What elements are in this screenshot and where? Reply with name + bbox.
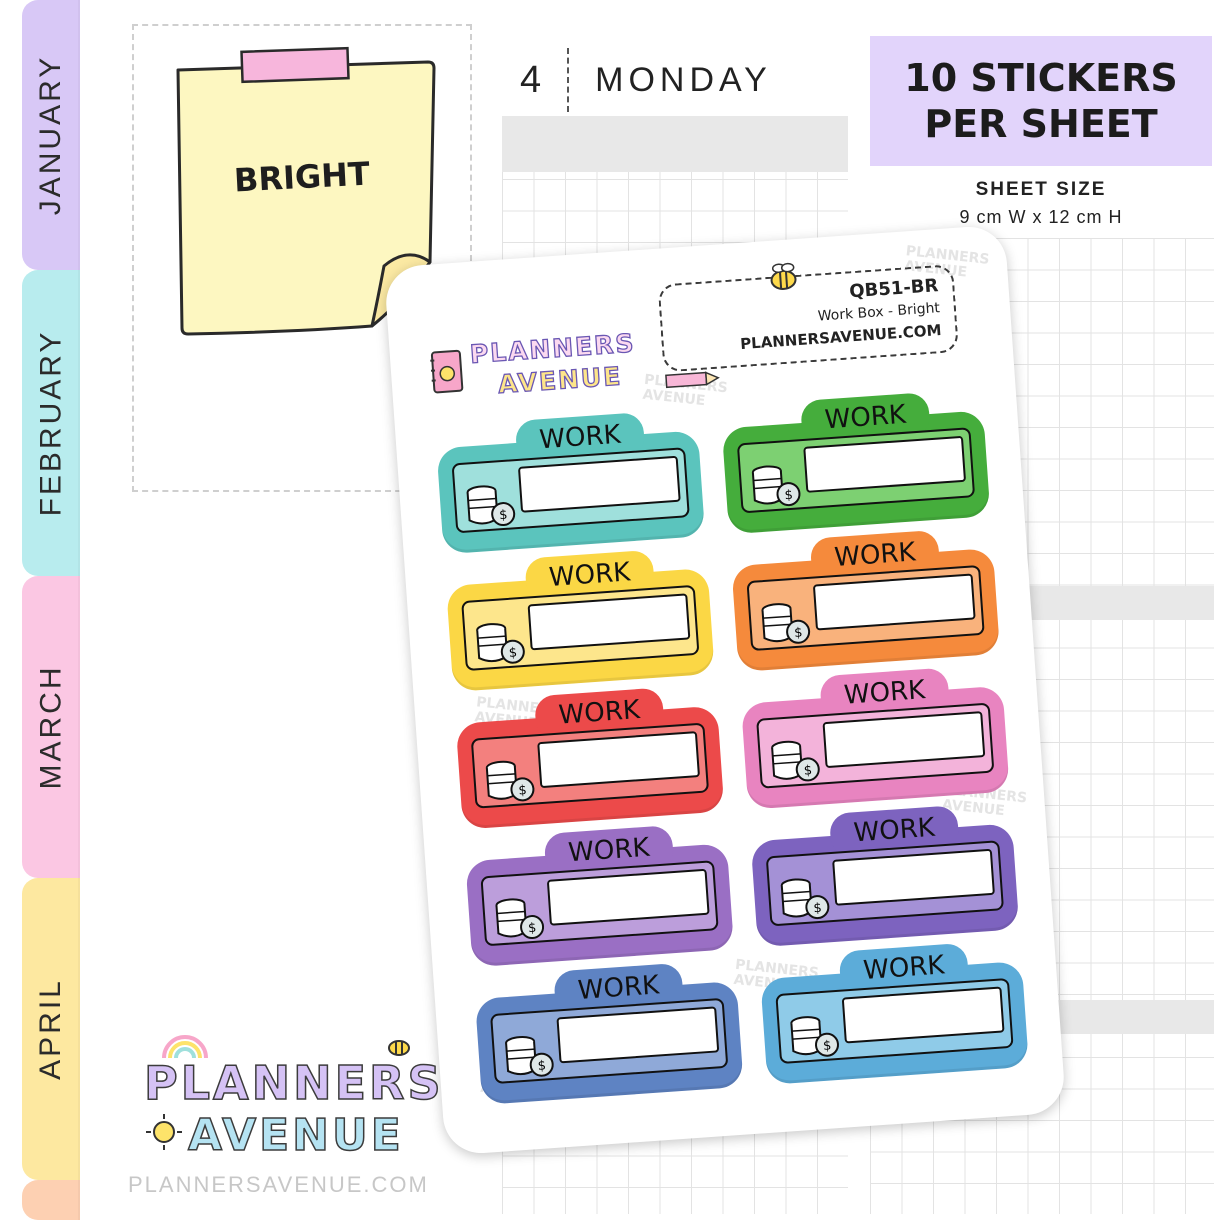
brand-logo-line1: PLANNERS: [144, 1056, 444, 1110]
brand-logo-line2: AVENUE: [188, 1110, 404, 1161]
sheet-size-label: SHEET SIZE: [870, 179, 1212, 201]
sheet-size-value: 9 cm W x 12 cm H: [870, 207, 1212, 228]
coin-stack-icon: $: [785, 1008, 844, 1062]
sticker-count-line1: 10 STICKERS: [904, 55, 1177, 101]
site-url: PLANNERSAVENUE.COM: [128, 1172, 429, 1198]
coin-stack-icon: $: [765, 732, 824, 786]
sticker-count-line2: PER SHEET: [924, 101, 1157, 147]
tab-january-label: JANUARY: [34, 55, 68, 215]
svg-text:$: $: [823, 1038, 832, 1054]
sticker-work[interactable]: WORK $: [751, 823, 1020, 947]
sticker-work[interactable]: WORK $: [722, 410, 991, 534]
coin-stack-icon: $: [499, 1028, 558, 1082]
coin-stack-icon: $: [756, 595, 815, 649]
svg-text:$: $: [803, 763, 812, 779]
tab-february[interactable]: FEBRUARY: [22, 270, 80, 576]
sheet-size-info: SHEET SIZE 9 cm W x 12 cm H: [870, 166, 1212, 238]
day-number: 4: [520, 59, 543, 102]
tab-february-label: FEBRUARY: [34, 330, 68, 517]
svg-text:$: $: [499, 508, 508, 524]
sticker-work[interactable]: WORK $: [456, 706, 725, 830]
sheet-brand-line2: AVENUE: [497, 361, 623, 399]
sheet-brand-logo: PLANNERS AVENUE: [425, 324, 650, 419]
svg-text:$: $: [528, 921, 537, 937]
svg-text:$: $: [784, 488, 793, 504]
note-label: BRIGHT: [233, 154, 371, 199]
svg-text:$: $: [508, 645, 517, 661]
brand-logo: PLANNERS AVENUE: [140, 1032, 440, 1162]
washi-tape: [242, 48, 349, 82]
sticker-work[interactable]: WORK $: [446, 568, 715, 692]
sticker-sheet: PLANNERSAVENUE PLANNERSAVENUE PLANNERSAV…: [384, 224, 1067, 1155]
tab-next-month[interactable]: [22, 1180, 80, 1220]
coin-stack-icon: $: [480, 752, 539, 806]
day-header: 4 MONDAY: [520, 50, 772, 110]
month-tabs: JANUARY FEBRUARY MARCH APRIL: [0, 0, 80, 1214]
day-header-divider: [567, 48, 569, 112]
coin-stack-icon: $: [461, 477, 520, 531]
sticker-work[interactable]: WORK $: [760, 961, 1029, 1085]
sticker-work[interactable]: WORK $: [436, 430, 705, 554]
sticker-work[interactable]: WORK $: [741, 686, 1010, 810]
bee-icon: [384, 1034, 414, 1058]
product-code-label: QB51-BR Work Box - Bright PLANNERSAVENUE…: [658, 264, 959, 372]
tab-april[interactable]: APRIL: [22, 878, 80, 1180]
day-column-header-bar: [502, 116, 848, 172]
tab-march[interactable]: MARCH: [22, 576, 80, 878]
svg-text:$: $: [813, 901, 822, 917]
tab-january[interactable]: JANUARY: [22, 0, 80, 270]
svg-text:$: $: [518, 783, 527, 799]
day-name: MONDAY: [595, 61, 772, 100]
sticker-work[interactable]: WORK $: [465, 843, 734, 967]
coin-stack-icon: $: [746, 457, 805, 511]
tab-april-label: APRIL: [34, 978, 68, 1080]
svg-text:$: $: [794, 625, 803, 641]
bee-icon: [764, 261, 802, 293]
sticker-work[interactable]: WORK $: [475, 981, 744, 1105]
planner-book-icon: [425, 346, 468, 399]
svg-text:$: $: [537, 1058, 546, 1074]
sun-icon: [144, 1112, 184, 1152]
tab-march-label: MARCH: [34, 665, 68, 790]
coin-stack-icon: $: [490, 890, 549, 944]
coin-stack-icon: $: [775, 870, 834, 924]
sticker-count-banner: 10 STICKERS PER SHEET: [870, 36, 1212, 166]
coin-stack-icon: $: [470, 615, 529, 669]
sticker-work[interactable]: WORK $: [731, 548, 1000, 672]
